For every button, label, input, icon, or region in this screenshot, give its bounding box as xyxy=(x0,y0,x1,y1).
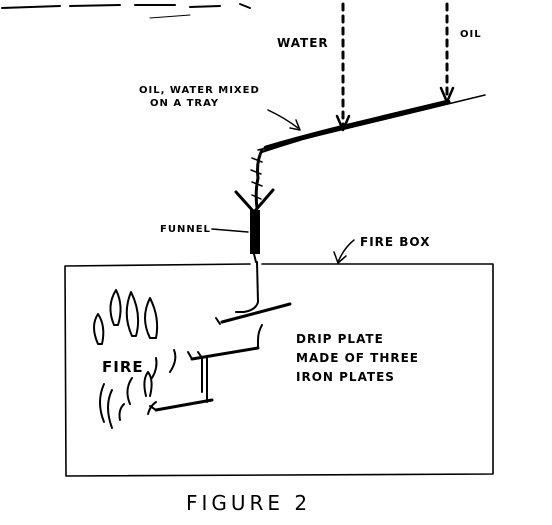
drip-plate-label-line-3: IRON PLATES xyxy=(296,370,395,384)
drip-plate-top xyxy=(215,302,292,325)
figure-caption: FIGURE 2 xyxy=(186,491,311,515)
firebox-pointer xyxy=(337,239,355,263)
funnel-pointer xyxy=(211,228,249,233)
funnel-label: FUNNEL xyxy=(160,224,211,235)
firebox-outline xyxy=(64,263,494,477)
drip-plate-label-line-2: MADE OF THREE xyxy=(296,351,419,365)
drip-stream xyxy=(254,148,264,210)
top-page-fragment xyxy=(1,3,251,19)
tray xyxy=(257,94,486,153)
fire-label: FIRE xyxy=(102,358,144,376)
tray-label-line-1: OIL, WATER MIXED xyxy=(139,85,260,96)
firebox-label: FIRE BOX xyxy=(360,235,430,249)
tray-pointer-arrow-head xyxy=(289,119,301,131)
drip-path-inside xyxy=(235,261,259,313)
funnel xyxy=(234,188,275,263)
drip-plate-label-line-1: DRIP PLATE xyxy=(296,332,384,346)
oil-label: OIL xyxy=(460,29,482,40)
flame-drawings xyxy=(93,289,177,429)
drip-plate-middle xyxy=(187,324,263,361)
tray-pointer-arrow xyxy=(267,109,299,129)
water-label: WATER xyxy=(277,36,329,50)
tray-label-line-2: ON A TRAY xyxy=(150,98,219,109)
drip-plate-bottom xyxy=(149,357,214,412)
